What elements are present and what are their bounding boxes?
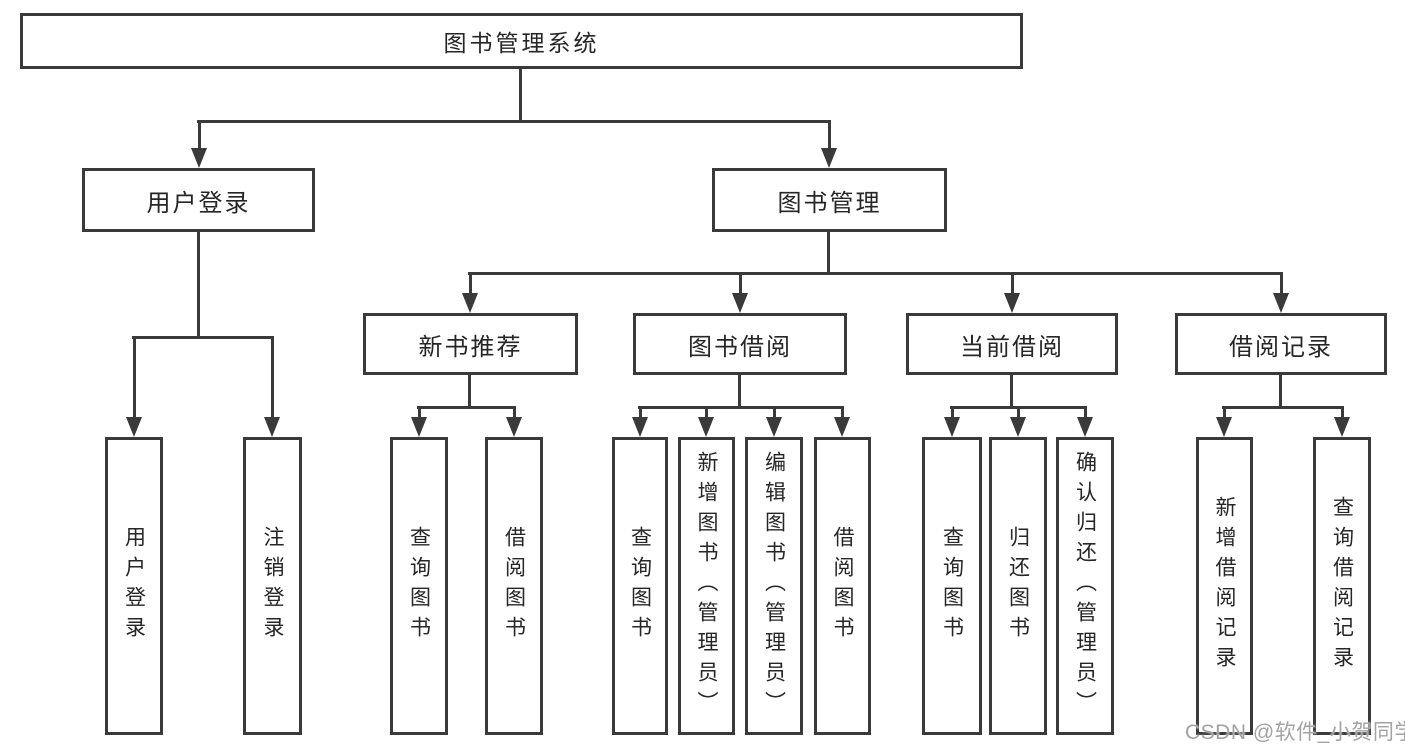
leaf-borrow-books: 借阅图书 (814, 437, 871, 735)
connector-vline (1279, 375, 1282, 409)
connector-arrow-stub (469, 272, 472, 299)
connector-arrow-stub (513, 406, 516, 423)
connector-hline (132, 336, 274, 339)
node-label: 编辑图书（管理员） (762, 451, 786, 721)
arrow-down-head (191, 148, 207, 168)
leaf-recommend-query-books: 查询图书 (390, 437, 448, 735)
connector-hline (417, 406, 516, 409)
leaf-return-books: 归还图书 (989, 437, 1047, 735)
connector-arrow-stub (1011, 272, 1014, 299)
node-label: 确认归还（管理员） (1073, 451, 1097, 721)
node-new-book-recommendation: 新书推荐 (363, 313, 578, 375)
connector-arrow-stub (198, 120, 201, 154)
arrow-down-head (944, 417, 960, 437)
node-label: 用户登录 (122, 526, 146, 646)
node-user-login: 用户登录 (82, 168, 315, 232)
connector-arrow-stub (1341, 406, 1344, 423)
arrow-down-head (126, 417, 142, 437)
node-label: 当前借阅 (960, 333, 1064, 361)
node-current-borrowing: 当前借阅 (906, 313, 1118, 375)
connector-arrow-stub (773, 406, 776, 423)
connector-hline (468, 272, 1283, 275)
connector-arrow-stub (133, 336, 136, 423)
arrow-down-head (264, 417, 280, 437)
arrow-down-head (1010, 417, 1026, 437)
arrow-down-head (1273, 293, 1289, 313)
connector-hline (197, 120, 831, 123)
node-label: 归还图书 (1006, 526, 1030, 646)
node-label: 新书推荐 (418, 333, 523, 361)
connector-vline (1010, 375, 1013, 409)
connector-arrow-stub (739, 272, 742, 299)
leaf-borrowing-query-books: 查询图书 (612, 437, 668, 735)
leaf-current-query-books: 查询图书 (922, 437, 982, 735)
connector-arrow-stub (828, 120, 831, 154)
connector-hline (1222, 406, 1344, 409)
arrow-down-head (821, 148, 837, 168)
node-label: 查询图书 (940, 526, 964, 646)
node-book-borrowing: 图书借阅 (633, 313, 847, 375)
arrow-down-head (1004, 293, 1020, 313)
connector-arrow-stub (1280, 272, 1283, 299)
node-borrowing-records: 借阅记录 (1175, 313, 1387, 375)
arrow-down-head (632, 417, 648, 437)
node-label: 注销登录 (261, 526, 284, 646)
node-label: 借阅图书 (831, 526, 854, 646)
csdn-watermark: CSDN @软件_小贺同学 (1185, 721, 1405, 744)
arrow-down-head (462, 293, 478, 313)
node-label: 借阅图书 (502, 526, 526, 646)
node-book-management: 图书管理 (712, 168, 947, 232)
node-label: 图书借阅 (688, 333, 792, 361)
arrow-down-head (834, 417, 850, 437)
leaf-add-books-admin: 新增图书（管理员） (678, 437, 735, 735)
leaf-query-borrow-record: 查询借阅记录 (1313, 437, 1371, 735)
node-label: 查询借阅记录 (1330, 496, 1354, 676)
leaf-user-login: 用户登录 (105, 437, 163, 735)
connector-arrow-stub (1017, 406, 1020, 423)
leaf-logout: 注销登录 (243, 437, 302, 735)
node-label: 用户登录 (146, 189, 251, 217)
arrow-down-head (732, 293, 748, 313)
node-label: 查询图书 (628, 526, 652, 646)
connector-vline (519, 69, 522, 123)
arrow-down-head (506, 417, 522, 437)
arrow-down-head (766, 417, 782, 437)
connector-hline (638, 406, 844, 409)
connector-arrow-stub (639, 406, 642, 423)
node-label: 图书管理 (777, 189, 882, 217)
connector-vline (738, 375, 741, 409)
arrow-down-head (1216, 417, 1232, 437)
leaf-confirm-return-admin: 确认归还（管理员） (1056, 437, 1114, 735)
node-label: 新增图书（管理员） (695, 451, 718, 721)
node-label: 图书管理系统 (443, 30, 600, 56)
connector-vline (197, 232, 200, 339)
leaf-edit-books-admin: 编辑图书（管理员） (745, 437, 803, 735)
arrow-down-head (698, 417, 714, 437)
arrow-down-head (1077, 417, 1093, 437)
connector-arrow-stub (1084, 406, 1087, 423)
connector-vline (827, 232, 830, 275)
connector-arrow-stub (841, 406, 844, 423)
connector-arrow-stub (271, 336, 274, 423)
connector-arrow-stub (705, 406, 708, 423)
leaf-recommend-borrow-books: 借阅图书 (485, 437, 543, 735)
connector-arrow-stub (418, 406, 421, 423)
node-label: 新增借阅记录 (1213, 496, 1236, 676)
node-library-management-system: 图书管理系统 (20, 13, 1023, 69)
node-label: 查询图书 (407, 526, 431, 646)
connector-arrow-stub (951, 406, 954, 423)
connector-vline (468, 375, 471, 409)
leaf-add-borrow-record: 新增借阅记录 (1196, 437, 1253, 735)
connector-arrow-stub (1223, 406, 1226, 423)
node-label: 借阅记录 (1229, 333, 1333, 361)
arrow-down-head (411, 417, 427, 437)
arrow-down-head (1334, 417, 1350, 437)
